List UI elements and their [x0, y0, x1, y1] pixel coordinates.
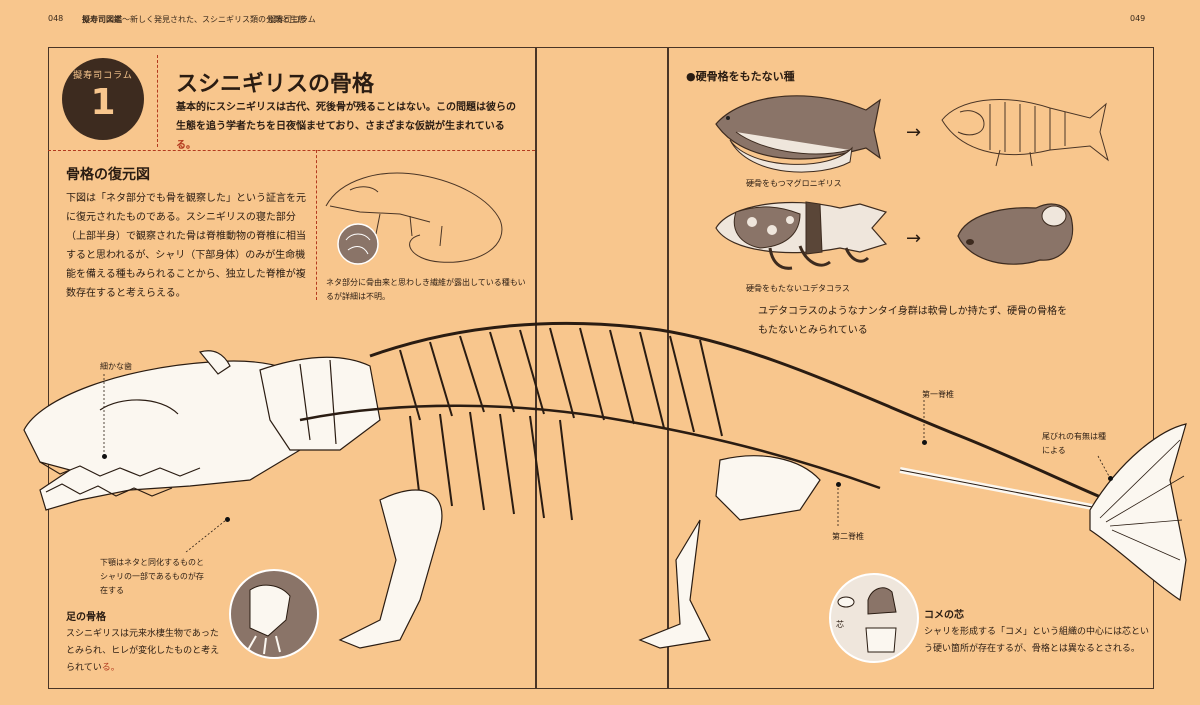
octopus-caption: 硬骨をもたないユデタコラス — [746, 284, 850, 293]
jaw-pointer — [225, 517, 230, 522]
octopus-illustration — [715, 201, 888, 270]
arrow-icon: → — [906, 122, 922, 143]
title-divider — [157, 55, 160, 147]
rice-core-inset — [829, 573, 919, 663]
arrow-icon: → — [906, 228, 922, 249]
center-divider — [535, 47, 537, 689]
title-rule — [48, 150, 535, 151]
right-divider — [667, 47, 669, 689]
badge-label: 擬寿司コラム — [73, 71, 133, 81]
main-skeleton — [23, 321, 1187, 649]
foot-body: スシニギリスは元来水棲生物であったとみられ、ヒレが変化したものと考えられている。 — [66, 629, 220, 673]
tail-label: 尾びれの有無は種による — [1042, 432, 1106, 455]
boneless-heading: ●硬骨格をもたない種 — [686, 70, 795, 83]
vertebra2-label: 第二脊椎 — [832, 532, 864, 541]
book-title: 擬寿司図鑑 — [82, 15, 122, 24]
tail-pointer — [1108, 476, 1113, 481]
tuna-caption: 硬骨をもつマグロニギリス — [746, 179, 842, 188]
vertebra1-label: 第一脊椎 — [922, 390, 954, 399]
foot-inset — [229, 569, 319, 659]
header-subtitle: 〜新しく発見された、スシニギリス類の分類と生態 — [122, 15, 306, 24]
jaw-label: 下顎はネタと同化するものとシャリの一部であるものが存在する — [100, 558, 204, 595]
restoration-body: 下図は「ネタ部分でも骨を観察した」という証言を元に復元されたものである。スシニギ… — [66, 193, 306, 299]
page-frame — [48, 47, 1154, 689]
tuna-illustration — [715, 95, 881, 173]
badge-number: 1 — [90, 82, 116, 123]
page-number-right: 049 — [1130, 14, 1146, 23]
sketch-creature — [325, 172, 503, 265]
header-section: 擬寿司コラム — [268, 15, 316, 24]
page-number-left: 048 — [48, 14, 64, 23]
rice-core-body: シャリを形成する「コメ」という組織の中心には芯という硬い箇所が存在するが、骨格と… — [924, 627, 1150, 654]
page-title: スシニギリスの骨格 — [176, 72, 375, 97]
sketch-caption: ネタ部分に骨由来と思わしき繊維が露出している種もいるが詳細は不明。 — [326, 278, 526, 301]
vertebra1-pointer — [922, 440, 927, 445]
octopus-result-illustration — [957, 203, 1074, 265]
rice-core-heading: コメの芯 — [924, 610, 964, 621]
vertebra2-pointer — [836, 482, 841, 487]
foot-heading: 足の骨格 — [66, 612, 106, 623]
teeth-pointer — [102, 454, 107, 459]
teeth-label: 細かな歯 — [100, 362, 132, 371]
lead-text: 基本的にスシニギリスは古代、死後骨が残ることはない。この問題は彼らの生態を追う学… — [176, 102, 516, 151]
boneless-body: ユデタコラスのようなナンタイ身群は軟骨しか持たず、硬骨の骨格をもたないとみられて… — [758, 306, 1068, 336]
column-badge: 擬寿司コラム 1 — [62, 58, 144, 140]
restoration-heading: 骨格の復元図 — [66, 167, 150, 183]
tuna-skeleton-illustration — [941, 98, 1109, 167]
section-rule — [316, 150, 317, 300]
leader-lines — [103, 374, 1111, 553]
core-tag: 芯 — [836, 620, 844, 629]
